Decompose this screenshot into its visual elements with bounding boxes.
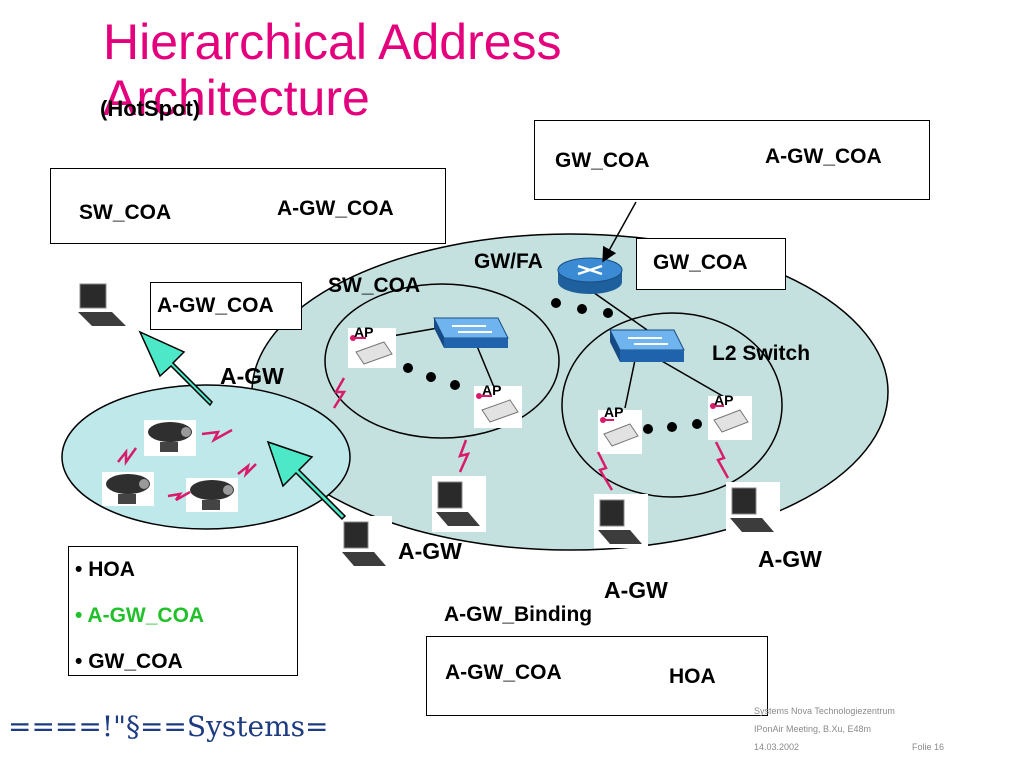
- camera-node-icon: [102, 472, 154, 506]
- ellipsis-dots: [403, 298, 702, 434]
- sw-coa-label: SW_COA: [79, 201, 172, 224]
- gw-fa-label: GW/FA: [474, 250, 543, 273]
- gw-coa-mapping-box: GW_COA A-GW_COA: [534, 120, 930, 200]
- legend-item-hoa: • HOA: [75, 558, 135, 581]
- wireless-links: [117, 377, 730, 502]
- handover-arrow: [266, 440, 347, 521]
- switch-icon: [433, 317, 509, 348]
- sw-subnet-circle: [324, 283, 560, 439]
- laptop-icon: [72, 278, 132, 332]
- gw-coa-box: GW_COA: [636, 238, 786, 290]
- footer-meeting: IPonAir Meeting, B.Xu, E48m: [754, 724, 872, 734]
- a-gw-label: A-GW: [604, 577, 668, 603]
- l2-switch-label: L2 Switch: [712, 342, 811, 365]
- footer-date: 14.03.2002: [754, 742, 800, 752]
- title-text: Hierarchical Address Architecture: [103, 14, 562, 126]
- a-gw-coa-label: A-GW_COA: [445, 661, 562, 684]
- l2-subnet-circle: [561, 312, 783, 498]
- router-icon: [557, 257, 623, 294]
- ap-icon: [708, 396, 752, 440]
- wired-links: [391, 289, 727, 409]
- address-legend: • HOA • A-GW_COA • GW_COA: [68, 546, 298, 676]
- a-gw-label: A-GW: [758, 546, 822, 572]
- a-gw-coa-label: A-GW_COA: [765, 145, 882, 168]
- l2-switch-icon: [609, 329, 685, 362]
- laptop-icon: [594, 494, 648, 548]
- ap-label: AP: [354, 324, 374, 340]
- a-gw-label: A-GW: [398, 538, 462, 564]
- gw-coa-label: GW_COA: [555, 149, 650, 172]
- ap-icon: [598, 410, 642, 454]
- laptop-icon: [726, 482, 780, 538]
- sw-coa-mapping-box: SW_COA A-GW_COA: [50, 168, 446, 244]
- sw-coa-label: SW_COA: [328, 274, 421, 297]
- a-gw-binding-label: A-GW_Binding: [444, 603, 593, 626]
- camera-node-icon: [144, 420, 196, 456]
- camera-node-icon: [186, 478, 238, 512]
- a-gw-coa-box: A-GW_COA: [150, 282, 302, 330]
- footer-page: Folie 16: [912, 742, 945, 752]
- hoa-label: HOA: [669, 665, 716, 688]
- a-gw-label: A-GW: [220, 363, 284, 389]
- a-gw-binding-box: A-GW_COA HOA: [426, 636, 768, 716]
- subtitle: (HotSpot): [100, 96, 201, 121]
- footer-org: Systems Nova Technologiezentrum: [754, 706, 895, 716]
- handover-arrow: [138, 330, 213, 407]
- company-logo: ====!"§==Systems=: [8, 710, 329, 743]
- legend-item-gw-coa: • GW_COA: [75, 650, 183, 673]
- ap-label: AP: [604, 404, 624, 420]
- a-gw-coa-label: A-GW_COA: [277, 197, 394, 220]
- ap-icon: [348, 328, 396, 368]
- a-gw-coa-text: A-GW_COA: [157, 294, 274, 317]
- laptop-icon: [338, 516, 392, 570]
- laptop-icon: [432, 476, 486, 532]
- ap-icon: [474, 386, 522, 428]
- gw-coa-text: GW_COA: [653, 251, 748, 274]
- ap-label: AP: [714, 392, 734, 408]
- legend-item-a-gw-coa: • A-GW_COA: [75, 604, 205, 627]
- ap-label: AP: [482, 382, 502, 398]
- page-title: Hierarchical Address Architecture: [103, 14, 703, 126]
- callout-line: [602, 201, 637, 263]
